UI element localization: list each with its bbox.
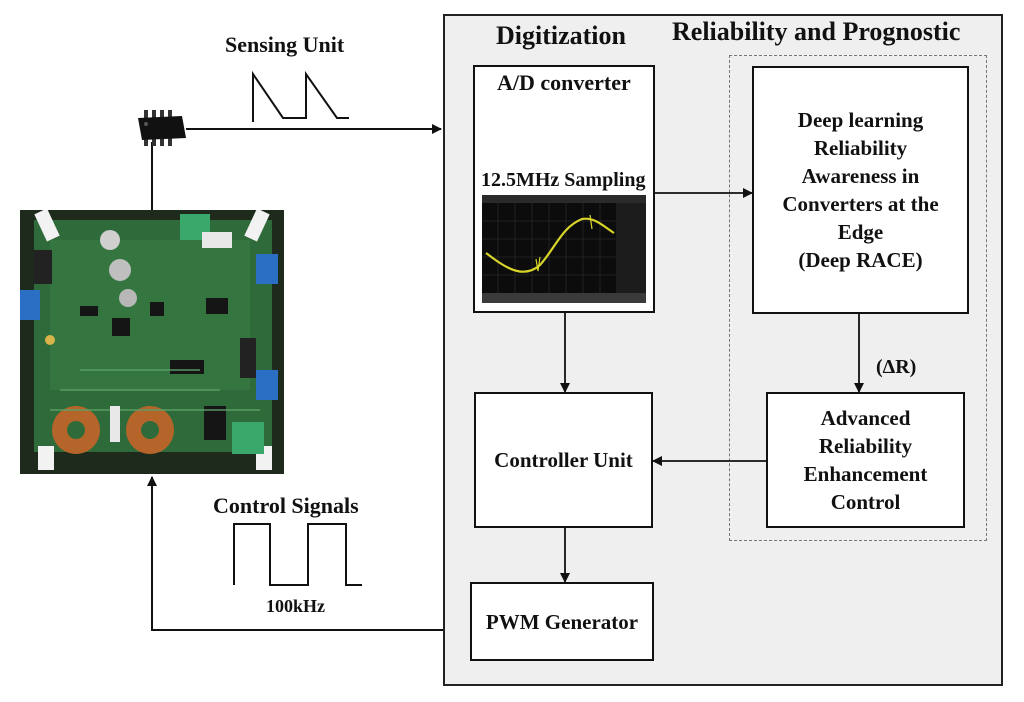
oscilloscope-capture (482, 195, 646, 303)
digitization-title: Digitization (496, 21, 626, 50)
reliability-region (729, 55, 987, 541)
frequency-label: 100kHz (266, 596, 326, 616)
converter-pcb-image (20, 210, 284, 474)
deep-race-text: Deep learning Reliability Awareness in C… (782, 108, 939, 272)
controller-unit-block: Controller Unit (474, 392, 653, 528)
reliability-prognostic-title: Reliability and Prognostic (672, 17, 961, 46)
ad-converter-label: A/D converter (497, 70, 631, 95)
pwm-feedback-arrow (147, 476, 443, 631)
sensor-chip-icon (138, 110, 186, 146)
sensing-unit-label: Sensing Unit (225, 32, 345, 57)
arec-text: Advanced Reliability Enhancement Control (803, 406, 928, 514)
controller-unit-text: Controller Unit (494, 448, 633, 472)
sampling-label: 12.5MHz Sampling (481, 169, 646, 191)
pwm-generator-block: PWM Generator (470, 582, 654, 661)
control-waveform (233, 523, 362, 586)
pwm-generator-text: PWM Generator (485, 609, 639, 634)
deep-race-block: Deep learning Reliability Awareness in C… (752, 66, 969, 314)
delta-r-label: (ΔR) (876, 356, 917, 378)
sensing-waveform (252, 70, 349, 122)
arec-block: Advanced Reliability Enhancement Control (766, 392, 965, 528)
control-signals-label: Control Signals (213, 493, 359, 518)
